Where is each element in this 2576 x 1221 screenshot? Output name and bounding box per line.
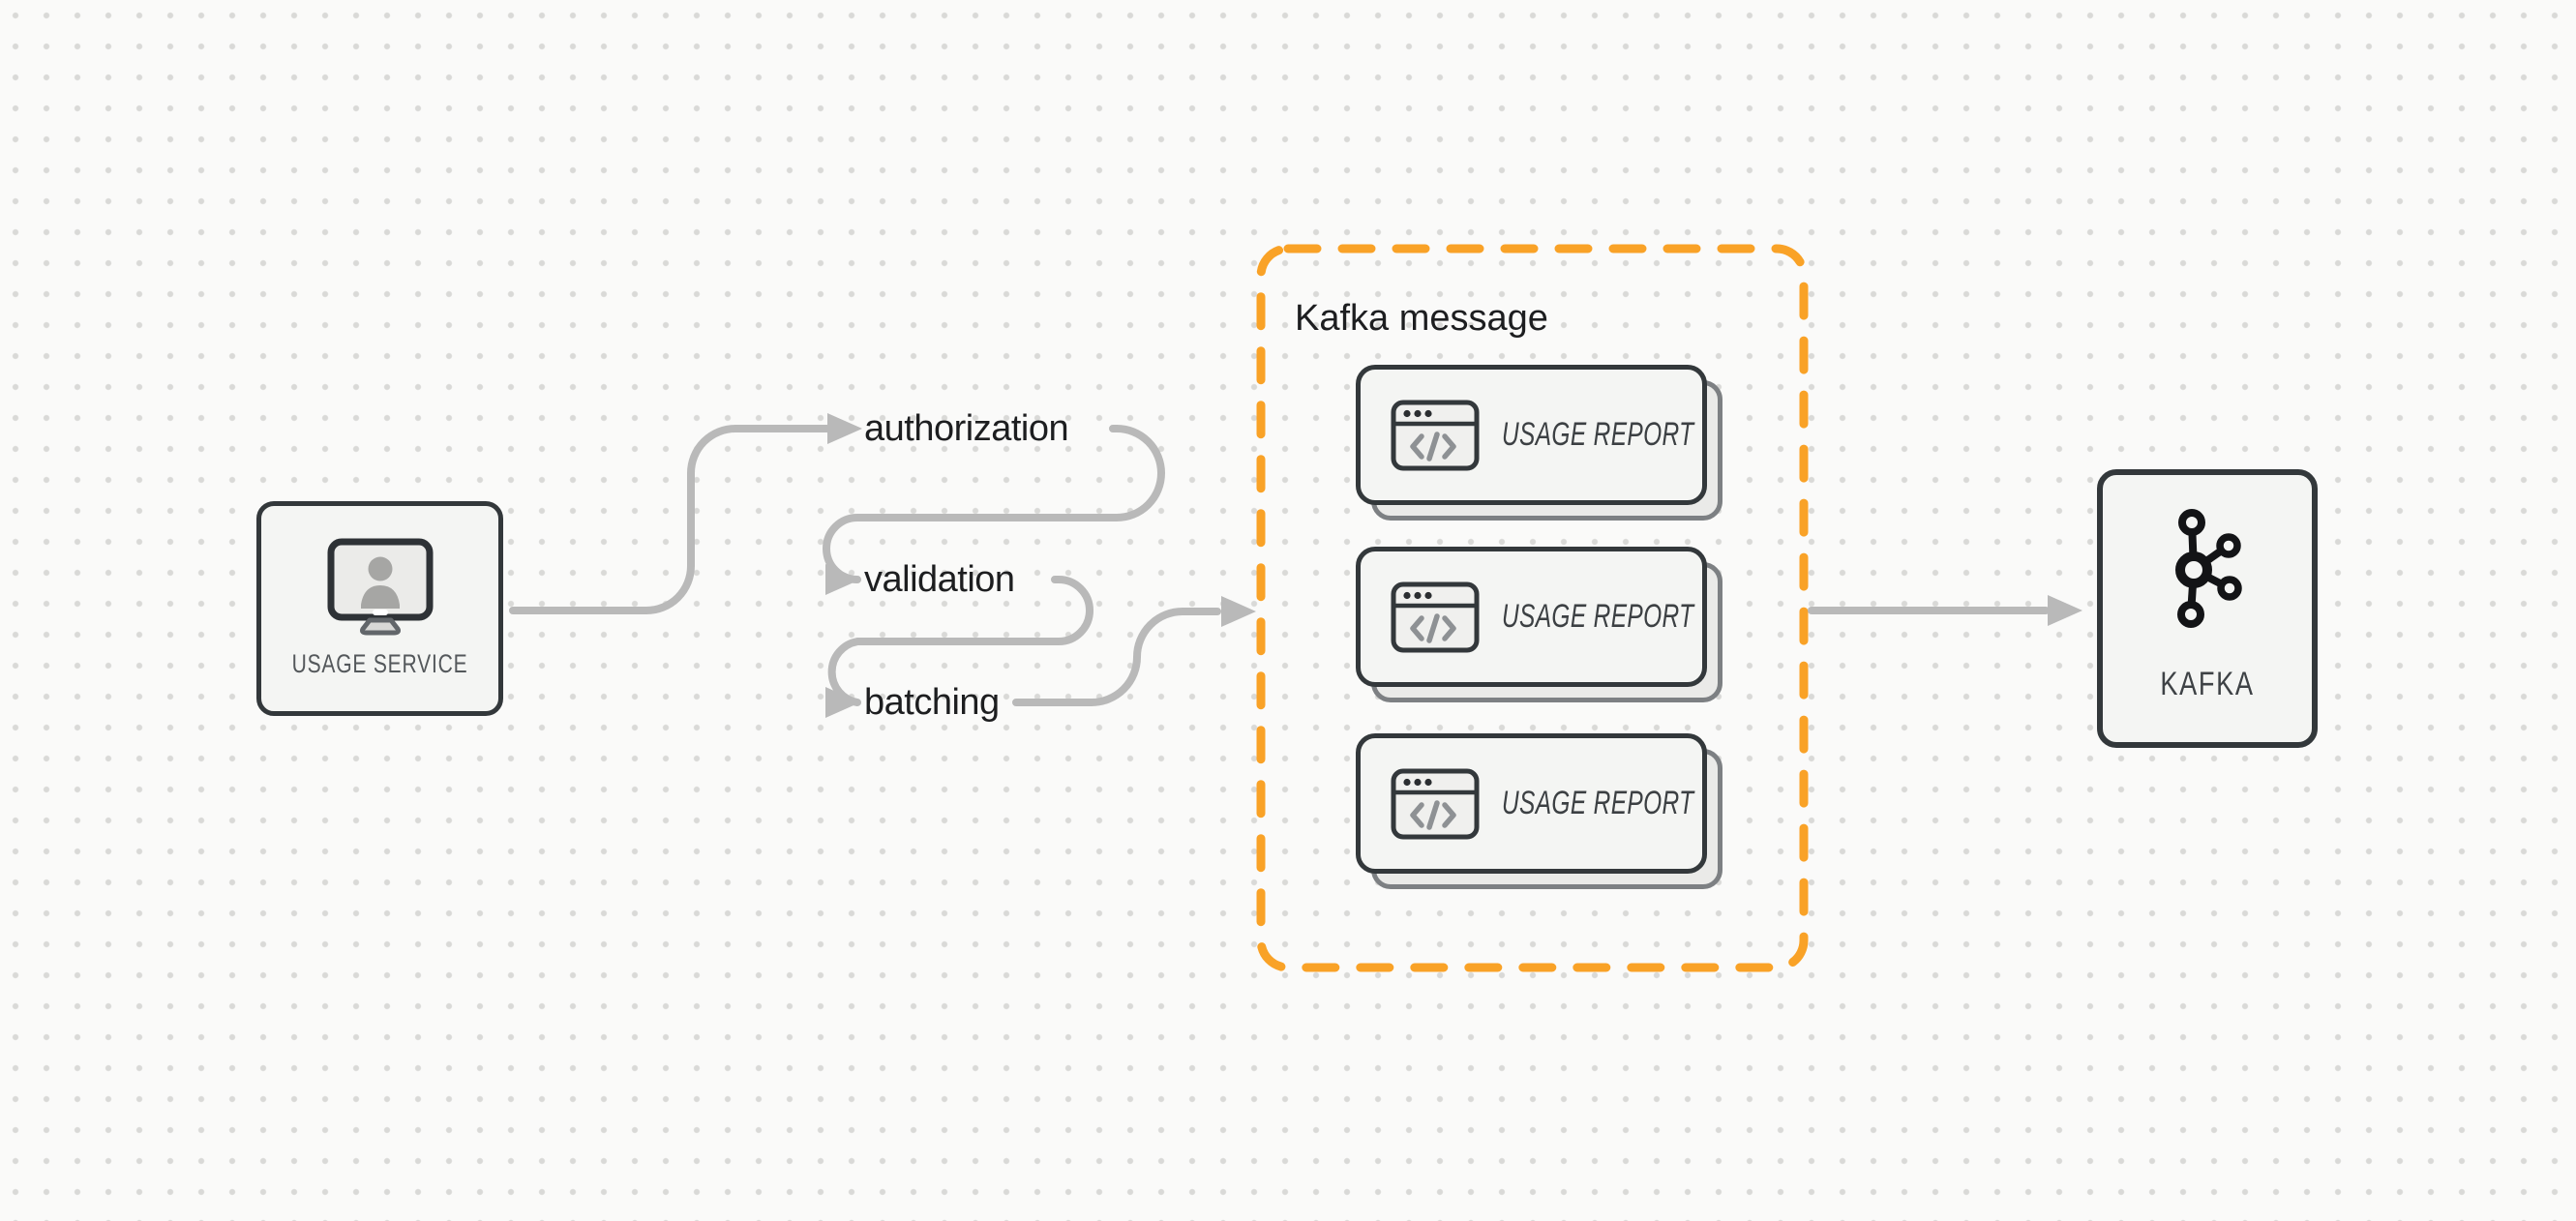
usage-report-label: USAGE REPORT	[1502, 598, 1694, 635]
kafka-logo-icon	[2175, 509, 2242, 628]
kafka-message-group-title: Kafka message	[1295, 298, 1548, 339]
step-label-batching: batching	[864, 682, 1000, 723]
usage-service-node: USAGE SERVICE	[256, 501, 503, 716]
usage-report-card: USAGE REPORT	[1356, 547, 1722, 702]
arrowhead-batching	[825, 687, 860, 718]
kafka-label: KAFKA	[2160, 666, 2255, 702]
code-window-icon	[1391, 581, 1480, 652]
connector-batching-to-group	[1012, 608, 1221, 706]
connector-validation-to-batching	[827, 576, 1093, 706]
arrowhead-kafka	[2048, 595, 2082, 626]
usage-report-card: USAGE REPORT	[1356, 365, 1722, 521]
usage-report-label: USAGE REPORT	[1502, 416, 1694, 453]
arrowhead-group	[1221, 596, 1256, 627]
usage-service-label: USAGE SERVICE	[291, 649, 468, 678]
usage-report-label: USAGE REPORT	[1502, 785, 1694, 821]
arrowhead-authorization	[827, 413, 862, 444]
card-front: USAGE REPORT	[1356, 365, 1707, 505]
monitor-user-icon	[327, 538, 433, 636]
step-label-authorization: authorization	[864, 408, 1069, 449]
connector-usage-to-authorization	[509, 425, 832, 614]
card-front: USAGE REPORT	[1356, 733, 1707, 874]
kafka-node: KAFKA	[2097, 469, 2318, 748]
step-label-validation: validation	[864, 559, 1015, 600]
code-window-icon	[1391, 768, 1480, 839]
kafka-message-group-border	[1256, 244, 1809, 972]
connector-authorization-to-validation	[823, 425, 1165, 583]
code-window-icon	[1391, 400, 1480, 470]
card-front: USAGE REPORT	[1356, 547, 1707, 687]
arrowhead-validation	[825, 564, 860, 595]
usage-report-card: USAGE REPORT	[1356, 733, 1722, 889]
